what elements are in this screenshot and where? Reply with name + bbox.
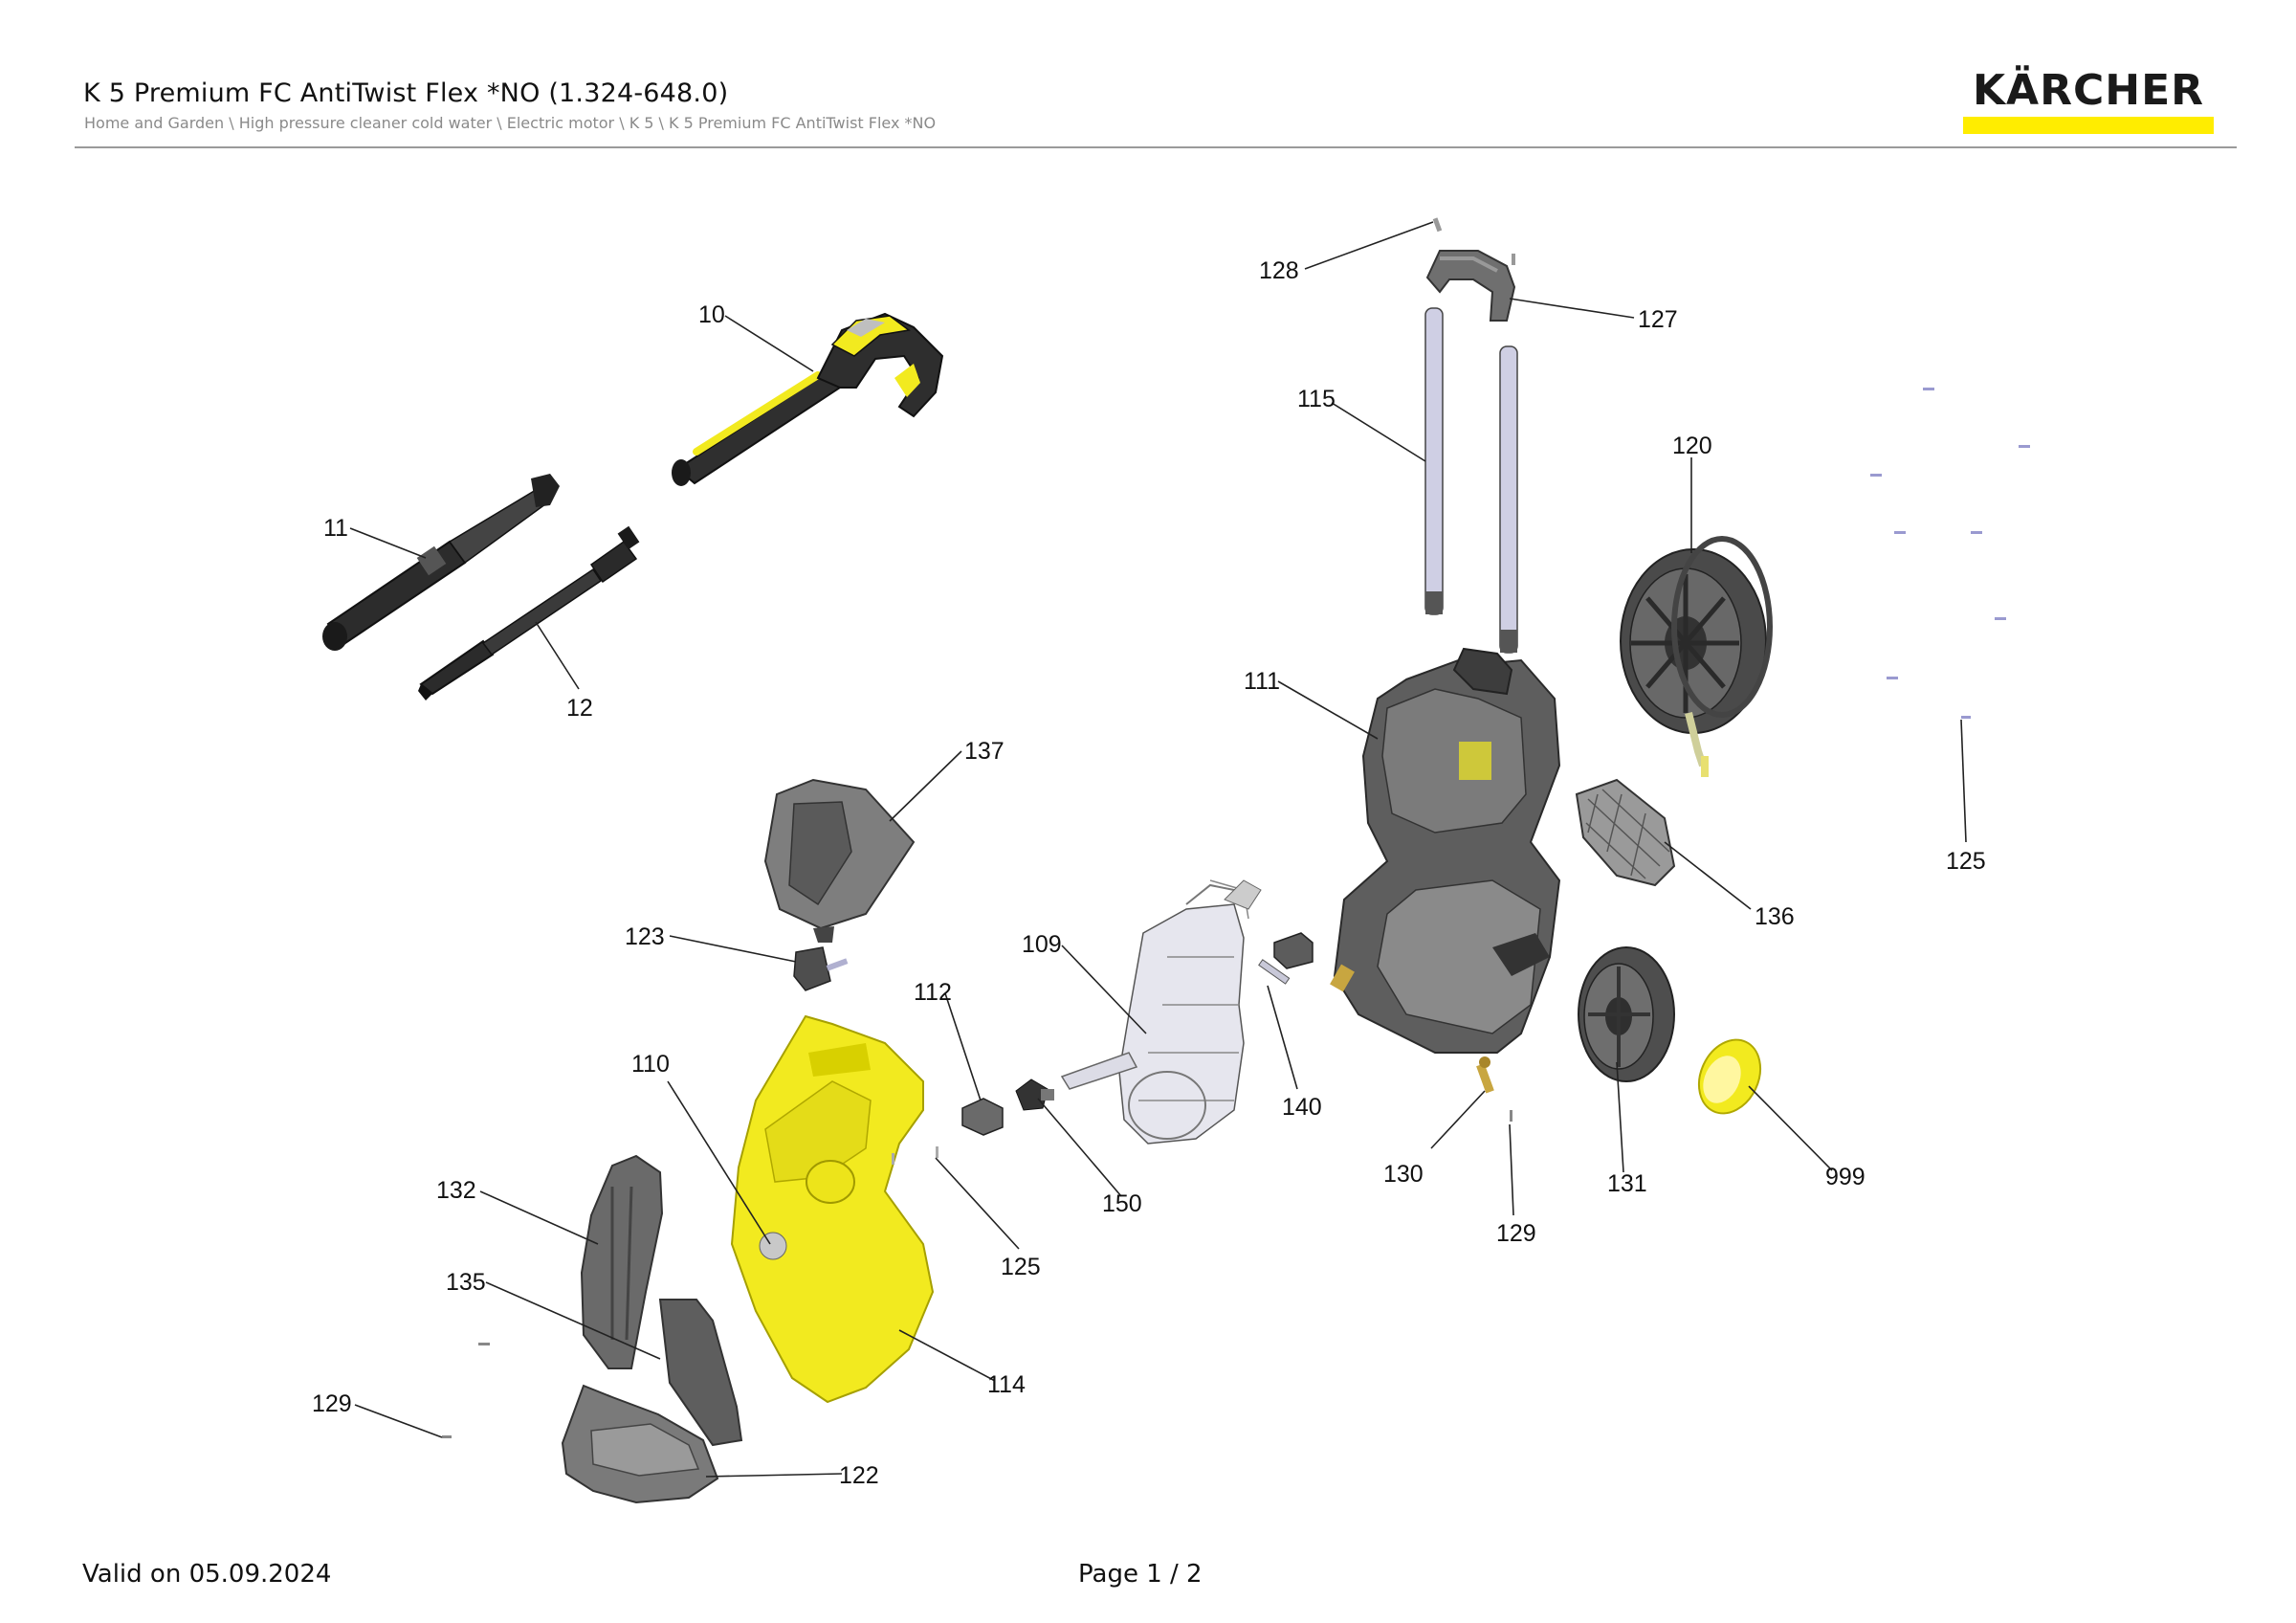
callout-114: 114	[987, 1371, 1026, 1398]
callout-10: 10	[698, 301, 725, 328]
callout-115: 115	[1297, 386, 1336, 412]
part-127-handle[interactable]	[1425, 250, 1516, 322]
callout-135: 135	[446, 1269, 486, 1296]
part-129-screw-left[interactable]	[442, 1343, 490, 1438]
part-122-base-cover[interactable]	[561, 1384, 719, 1504]
part-150-connector[interactable]	[1015, 1078, 1054, 1111]
callout-110: 110	[631, 1051, 670, 1078]
part-136-filter[interactable]	[1575, 778, 1676, 887]
header-divider	[75, 146, 2237, 148]
callout-128: 128	[1259, 257, 1299, 284]
callout-129-left: 129	[312, 1390, 352, 1417]
part-132-cable-hook[interactable]	[580, 1154, 664, 1369]
callout-130: 130	[1383, 1161, 1424, 1188]
callout-12: 12	[566, 695, 593, 722]
callout-123: 123	[625, 923, 665, 950]
page-header: K 5 Premium FC AntiTwist Flex *NO (1.324…	[0, 0, 2296, 153]
callout-120: 120	[1672, 433, 1712, 459]
callout-125-right: 125	[1946, 848, 1986, 875]
karcher-logo: KÄRCHER	[1963, 67, 2214, 138]
part-123-valve[interactable]	[793, 946, 849, 991]
part-135-cover-panel[interactable]	[658, 1299, 743, 1447]
callout-125-left: 125	[1001, 1254, 1041, 1280]
callout-11: 11	[323, 515, 348, 542]
part-10-spray-gun[interactable]	[672, 312, 944, 486]
logo-yellow-bar	[1963, 117, 2214, 134]
callout-122: 122	[839, 1462, 879, 1489]
part-12-dirt-blaster[interactable]	[418, 525, 640, 700]
callout-112: 112	[914, 979, 952, 1006]
part-housing-switch-block[interactable]	[1273, 932, 1355, 992]
part-130-fitting[interactable]	[1476, 1056, 1494, 1094]
callout-140: 140	[1282, 1094, 1322, 1121]
part-131-wheel[interactable]	[1578, 946, 1675, 1082]
callout-132: 132	[436, 1177, 476, 1204]
validity-date: Valid on 05.09.2024	[82, 1560, 332, 1589]
callout-137: 137	[964, 738, 1004, 765]
part-137-holder[interactable]	[763, 778, 916, 943]
callout-129-center: 129	[1496, 1220, 1536, 1247]
callout-127: 127	[1638, 306, 1678, 333]
part-120-hose-reel[interactable]	[1620, 536, 1773, 777]
callout-111: 111	[1244, 668, 1280, 695]
part-112-block[interactable]	[961, 1098, 1004, 1136]
part-114-front-cover[interactable]	[730, 1014, 935, 1404]
part-109-motor-pump[interactable]	[1060, 879, 1262, 1145]
part-125-screw-left[interactable]	[892, 1146, 938, 1165]
callout-109: 109	[1022, 931, 1062, 958]
callout-136: 136	[1755, 903, 1795, 930]
part-128-screw[interactable]	[1432, 217, 1443, 233]
breadcrumb: Home and Garden \ High pressure cleaner …	[84, 114, 937, 132]
page-number: Page 1 / 2	[1078, 1560, 1203, 1589]
callout-150: 150	[1102, 1190, 1142, 1217]
part-115-handle-tubes[interactable]	[1424, 307, 1518, 654]
part-129-screw-center[interactable]	[1510, 1110, 1512, 1122]
part-140-pin[interactable]	[1258, 959, 1291, 985]
callout-999: 999	[1825, 1164, 1866, 1190]
callout-131: 131	[1607, 1170, 1647, 1197]
page-title: K 5 Premium FC AntiTwist Flex *NO (1.324…	[83, 78, 729, 108]
exploded-parts-diagram: 10 11 12 128 127 115 120 111 125 136 137…	[312, 217, 2030, 1504]
logo-wordmark: KÄRCHER	[1972, 66, 2205, 115]
part-125-screws-right[interactable]	[1870, 388, 2030, 719]
leader-lines	[349, 221, 1967, 1478]
part-999-cap[interactable]	[1688, 1030, 1772, 1123]
part-111-housing[interactable]	[1333, 647, 1561, 1054]
callout-labels: 10 11 12 128 127 115 120 111 125 136 137…	[312, 257, 1986, 1489]
part-11-lance[interactable]	[322, 474, 560, 651]
